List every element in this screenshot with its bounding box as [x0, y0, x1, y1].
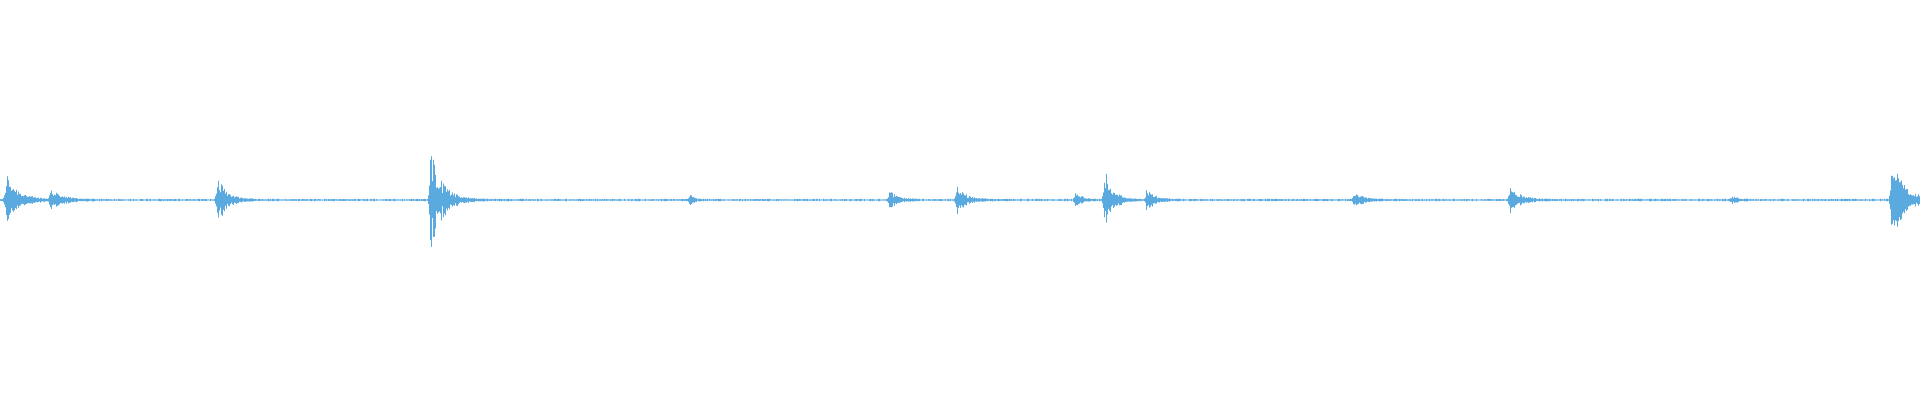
waveform-samples — [0, 156, 1920, 247]
waveform-trace — [0, 156, 1920, 247]
